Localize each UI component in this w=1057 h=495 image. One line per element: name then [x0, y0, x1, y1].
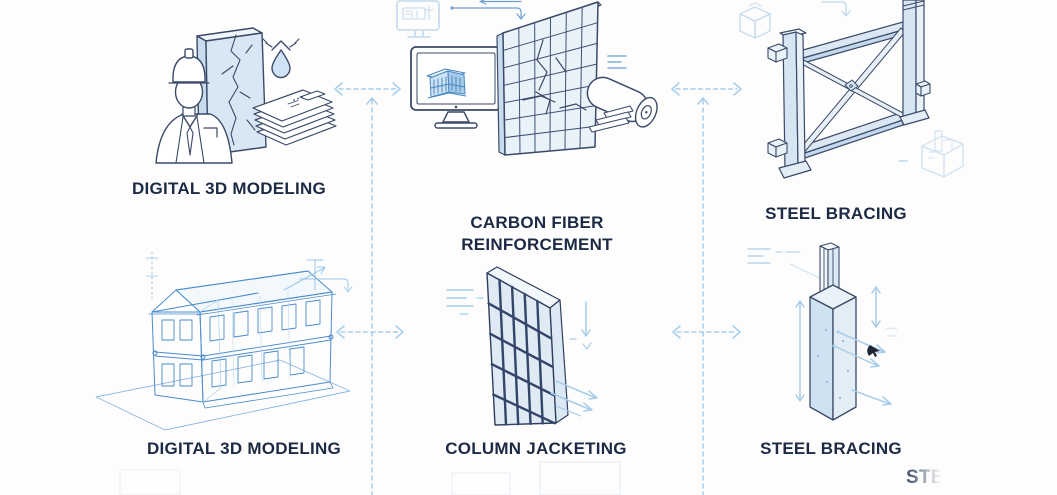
- engineer-cracked-wall-illustration: [155, 27, 337, 164]
- water-drop-icon: [262, 38, 300, 79]
- faded-monitor-sketch-icon: [396, 0, 440, 38]
- grid-jacket-panel-illustration: [446, 266, 598, 426]
- monitor-with-building-icon: [410, 46, 502, 129]
- reports-stack-icon: [252, 89, 337, 146]
- label-steel-bracing-bottom: STEEL BRACING: [760, 439, 902, 458]
- connector-cube-icon: [767, 43, 931, 158]
- steel-core-column-illustration: [747, 242, 898, 421]
- load-arrows-icon: [795, 286, 898, 406]
- faded-machine-sketch-icon: [898, 130, 964, 178]
- label-digital-3d-modeling-bottom: DIGITAL 3D MODELING: [147, 439, 341, 458]
- monitor-wall-fabric-roll-illustration: [410, 1, 658, 156]
- application-arrows-icon: [446, 289, 598, 417]
- faded-box-sketch-icon: [739, 2, 771, 39]
- wireframe-building-illustration: [95, 251, 353, 431]
- cursor-mark-icon: [867, 345, 880, 357]
- sketch-lines-icon: [747, 248, 829, 283]
- fiber-roll-icon: [586, 76, 658, 133]
- label-steel-bracing-top: STEEL BRACING: [765, 204, 907, 223]
- label-column-jacketing: COLUMN JACKETING: [445, 439, 627, 458]
- partial-cropped-label: STE: [906, 467, 944, 488]
- blueprint-elbow-arrow-icon: [450, 0, 526, 20]
- x-braced-steel-frame-illustration: [767, 0, 931, 179]
- connector-arrows: [334, 82, 742, 495]
- label-digital-3d-modeling-top: DIGITAL 3D MODELING: [132, 179, 326, 198]
- label-carbon-fiber-reinforcement: CARBON FIBER REINFORCEMENT: [461, 213, 613, 255]
- engineer-figure: [155, 48, 233, 164]
- faint-floorplan-sketch: [119, 461, 621, 495]
- measurement-annotation-icon: [145, 251, 353, 301]
- faded-elbow-arrow-icon: [821, 1, 851, 17]
